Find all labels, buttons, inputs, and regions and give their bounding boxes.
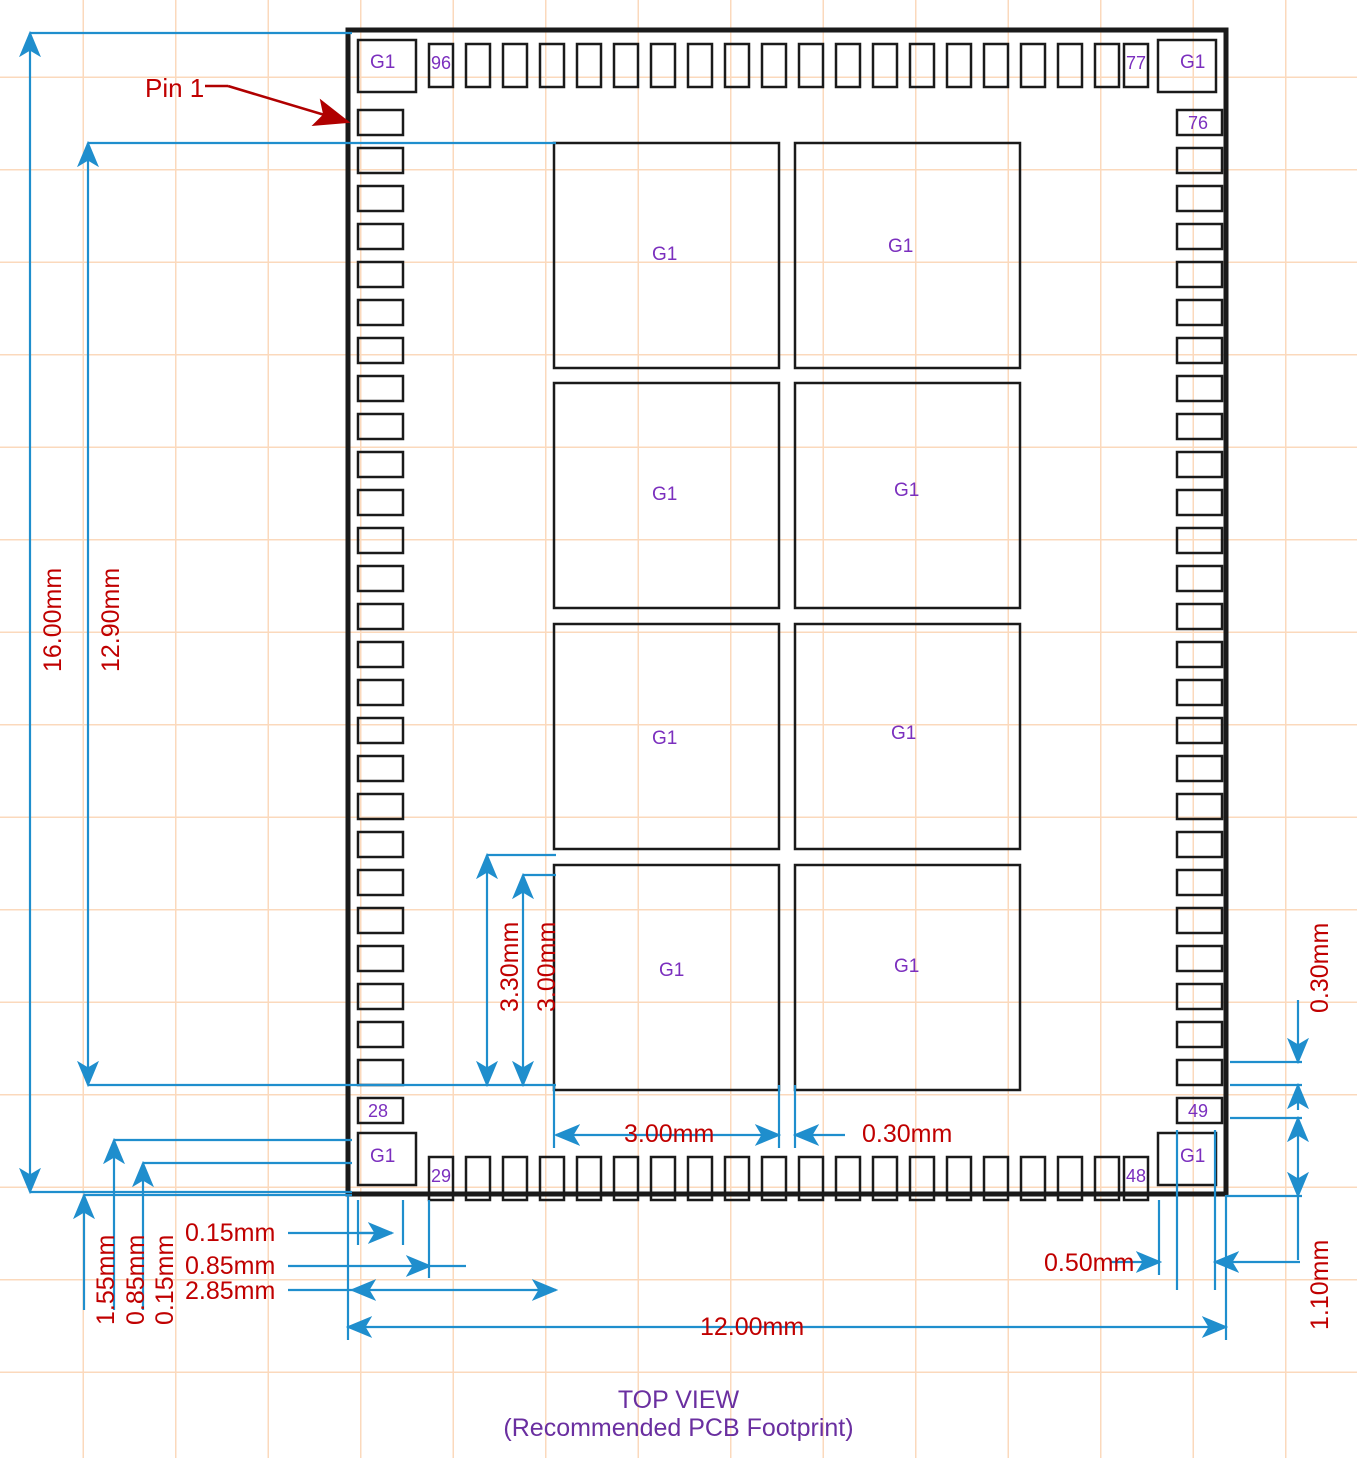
corner-pad-label-top-left: G1 [370, 52, 396, 73]
dimension-110mm: 1.10mm [1306, 1239, 1334, 1330]
dimension-015mm: 0.15mm [185, 1219, 276, 1247]
dimension-050mm: 0.50mm [1044, 1249, 1135, 1277]
dimension-16mm: 16.00mm [39, 567, 67, 672]
dimension-lines [19, 30, 1309, 1340]
pin-number-77: 77 [1126, 53, 1147, 73]
bottom-edge-pins [427, 1155, 1150, 1202]
dimension-085mm: 0.85mm [185, 1252, 276, 1280]
center-pad-label-2: G1 [888, 236, 914, 257]
pin-number-96: 96 [431, 53, 452, 73]
dimension-1200mm: 12.00mm [700, 1313, 805, 1341]
corner-pad-label-bottom-left: G1 [370, 1146, 396, 1167]
pin-number-76: 76 [1188, 113, 1209, 133]
view-subtitle: (Recommended PCB Footprint) [503, 1414, 854, 1442]
pin-number-48: 48 [1126, 1166, 1147, 1186]
center-pad-label-3: G1 [652, 484, 678, 505]
corner-pad-label-top-right: G1 [1180, 52, 1206, 73]
pin1-leader [205, 84, 351, 126]
dimension-030mm: 0.30mm [862, 1120, 953, 1148]
dimension-1290mm: 12.90mm [97, 567, 125, 672]
dimension-085mm-vertical: 0.85mm [122, 1234, 150, 1325]
dimension-030mm-right: 0.30mm [1306, 922, 1334, 1013]
dimension-285mm: 2.85mm [185, 1277, 276, 1305]
center-pad-label-5: G1 [652, 728, 678, 749]
center-pad-label-6: G1 [891, 723, 917, 744]
pin1-label: Pin 1 [145, 73, 205, 103]
center-pad-label-4: G1 [894, 480, 920, 501]
top-edge-pins [427, 42, 1150, 89]
pin-number-49: 49 [1188, 1101, 1209, 1121]
pin-number-28: 28 [368, 1101, 389, 1121]
center-ground-pads [552, 141, 1022, 1092]
center-pad-label-7: G1 [659, 960, 685, 981]
dimension-330mm: 3.30mm [496, 921, 524, 1012]
dimension-300mm-vertical: 3.00mm [533, 921, 561, 1012]
package-outline [345, 27, 1229, 1197]
center-pad-label-1: G1 [652, 244, 678, 265]
left-edge-pins [356, 108, 405, 1125]
view-title: TOP VIEW [617, 1386, 740, 1414]
corner-pad-label-bottom-right: G1 [1180, 1146, 1206, 1167]
center-pad-label-8: G1 [894, 956, 920, 977]
dimension-300mm: 3.00mm [624, 1120, 715, 1148]
pin-number-29: 29 [431, 1166, 452, 1186]
right-edge-pins [1175, 108, 1224, 1125]
dimension-155mm: 1.55mm [92, 1234, 120, 1325]
dimension-015mm-vertical: 0.15mm [151, 1234, 179, 1325]
